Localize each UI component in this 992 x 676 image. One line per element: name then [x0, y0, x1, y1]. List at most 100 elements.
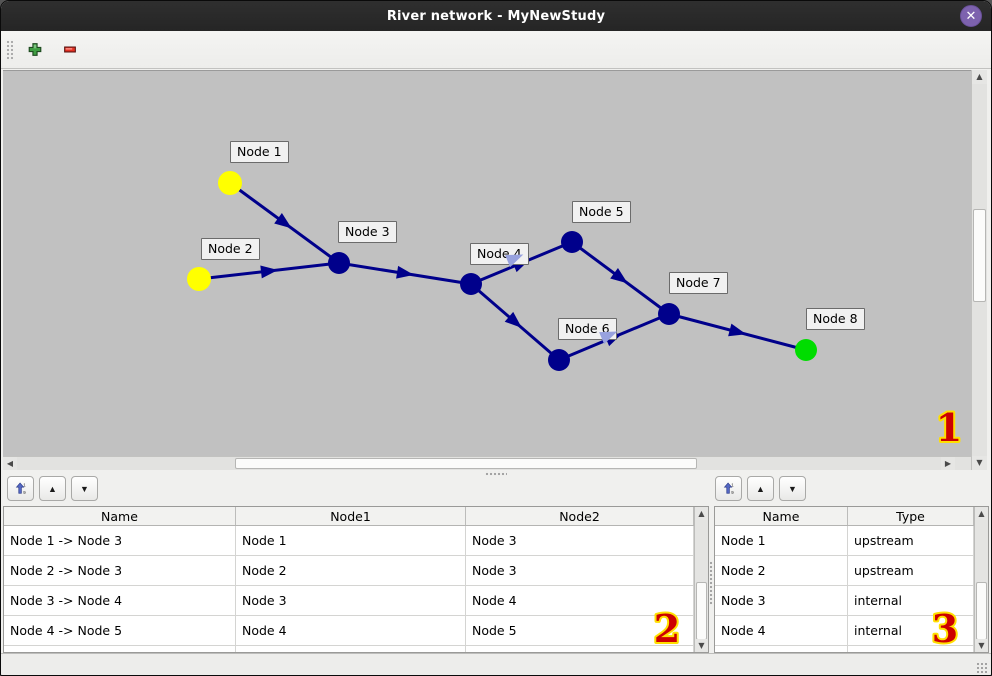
edge-arrow-icon: [274, 213, 292, 229]
scroll-down-icon[interactable]: ▼: [975, 639, 988, 652]
node-table-cell[interactable]: Node 2: [715, 556, 848, 585]
empty-cell: [466, 646, 694, 652]
reach-move-down-button[interactable]: ▼: [71, 476, 98, 501]
reach-table-cell[interactable]: Node 1: [236, 526, 466, 555]
reach-table-cell[interactable]: Node 3: [236, 586, 466, 615]
remove-button[interactable]: [57, 37, 83, 63]
title-bar[interactable]: River network - MyNewStudy ✕: [1, 1, 991, 31]
table-splitter[interactable]: [709, 561, 714, 605]
up-triangle-icon: ▲: [756, 483, 765, 494]
scroll-left-icon[interactable]: ◀: [3, 457, 17, 470]
reach-table-cell[interactable]: Node 4: [466, 586, 694, 615]
scroll-up-icon[interactable]: ▲: [695, 507, 708, 520]
canvas-vscroll-thumb[interactable]: [973, 209, 986, 302]
reach-table-cell[interactable]: Node 5: [466, 616, 694, 645]
node-n6[interactable]: [548, 349, 570, 371]
node-table-cell[interactable]: internal: [848, 586, 974, 615]
node-label-n7[interactable]: Node 7: [669, 272, 728, 294]
reach-table-header-node1[interactable]: Node1: [236, 507, 466, 525]
reach-table-vscrollbar[interactable]: ▲ ▼: [694, 507, 708, 652]
node-label-n5[interactable]: Node 5: [572, 201, 631, 223]
reach-table-cell[interactable]: Node 2: [236, 556, 466, 585]
node-n2[interactable]: [187, 267, 211, 291]
down-triangle-icon: ▼: [788, 483, 797, 494]
reach-table-cell[interactable]: Node 2 -> Node 3: [4, 556, 236, 585]
resize-grip[interactable]: [976, 662, 988, 674]
reach-table-header-name[interactable]: Name: [4, 507, 236, 525]
node-table-vscroll-thumb[interactable]: [976, 582, 987, 640]
reach-table-cell[interactable]: Node 3: [466, 556, 694, 585]
node-n5[interactable]: [561, 231, 583, 253]
edges-layer: [198, 181, 807, 362]
add-button[interactable]: [22, 37, 48, 63]
node-table-cell[interactable]: Node 3: [715, 586, 848, 615]
scroll-up-icon[interactable]: ▲: [975, 507, 988, 520]
node-table-header-name[interactable]: Name: [715, 507, 848, 525]
reach-table-cell[interactable]: Node 4: [236, 616, 466, 645]
node-label-n2[interactable]: Node 2: [201, 238, 260, 260]
up-triangle-icon: ▲: [48, 483, 57, 494]
canvas-hscrollbar[interactable]: ◀ ▶: [3, 456, 971, 470]
scroll-down-icon[interactable]: ▼: [695, 639, 708, 652]
window-title: River network - MyNewStudy: [386, 8, 606, 24]
canvas-hscroll-thumb[interactable]: [235, 458, 697, 469]
node-label-n6[interactable]: Node 6: [558, 318, 617, 340]
node-n3[interactable]: [328, 252, 350, 274]
scroll-right-icon[interactable]: ▶: [941, 457, 955, 470]
reach-sort-button[interactable]: 1 9: [7, 476, 34, 501]
node-table-cell[interactable]: Node 1: [715, 526, 848, 555]
node-table-empty-row: [715, 646, 988, 652]
node-table-cell[interactable]: upstream: [848, 526, 974, 555]
node-move-up-button[interactable]: ▲: [747, 476, 774, 501]
node-table-cell[interactable]: upstream: [848, 556, 974, 585]
panel-splitter[interactable]: [1, 470, 991, 476]
node-table-header-type[interactable]: Type: [848, 507, 974, 525]
edge-arrow-icon: [396, 265, 414, 279]
toolbar-grip[interactable]: [5, 38, 13, 61]
reach-table-cell[interactable]: Node 3 -> Node 4: [4, 586, 236, 615]
close-button[interactable]: ✕: [960, 5, 982, 27]
reach-table-cell[interactable]: Node 1 -> Node 3: [4, 526, 236, 555]
node-n7[interactable]: [658, 303, 680, 325]
node-move-down-button[interactable]: ▼: [779, 476, 806, 501]
node-n4[interactable]: [460, 273, 482, 295]
svg-text:9: 9: [731, 490, 734, 495]
reach-move-up-button[interactable]: ▲: [39, 476, 66, 501]
reach-table-cell[interactable]: Node 4 -> Node 5: [4, 616, 236, 645]
node-table-cell[interactable]: internal: [848, 616, 974, 645]
node-sort-button[interactable]: 1 9: [715, 476, 742, 501]
scroll-down-icon[interactable]: ▼: [972, 456, 987, 470]
node-label-n3[interactable]: Node 3: [338, 221, 397, 243]
canvas-vscrollbar[interactable]: ▲ ▼: [971, 70, 987, 470]
reach-table-vscroll-thumb[interactable]: [696, 582, 707, 640]
svg-text:9: 9: [23, 490, 26, 495]
empty-cell: [236, 646, 466, 652]
empty-cell: [848, 646, 974, 652]
node-n8[interactable]: [795, 339, 817, 361]
reach-table-header-node2[interactable]: Node2: [466, 507, 694, 525]
node-table-cell[interactable]: Node 4: [715, 616, 848, 645]
svg-text:1: 1: [23, 482, 26, 487]
node-label-n8[interactable]: Node 8: [806, 308, 865, 330]
node-label-n1[interactable]: Node 1: [230, 141, 289, 163]
network-canvas[interactable]: Node 1 Node 2 Node 3 Node 4 Node 5 Node 6 Node…: [3, 70, 971, 456]
node-label-n4[interactable]: Node 4: [470, 243, 529, 265]
status-bar: [1, 653, 991, 675]
empty-cell: [4, 646, 236, 652]
sort-icon: 1 9: [723, 482, 734, 495]
node-n1[interactable]: [218, 171, 242, 195]
edge-arrow-icon: [610, 268, 628, 284]
reach-table-cell[interactable]: Node 3: [466, 526, 694, 555]
node-table-vscrollbar[interactable]: ▲ ▼: [974, 507, 988, 652]
scroll-up-icon[interactable]: ▲: [972, 70, 987, 84]
